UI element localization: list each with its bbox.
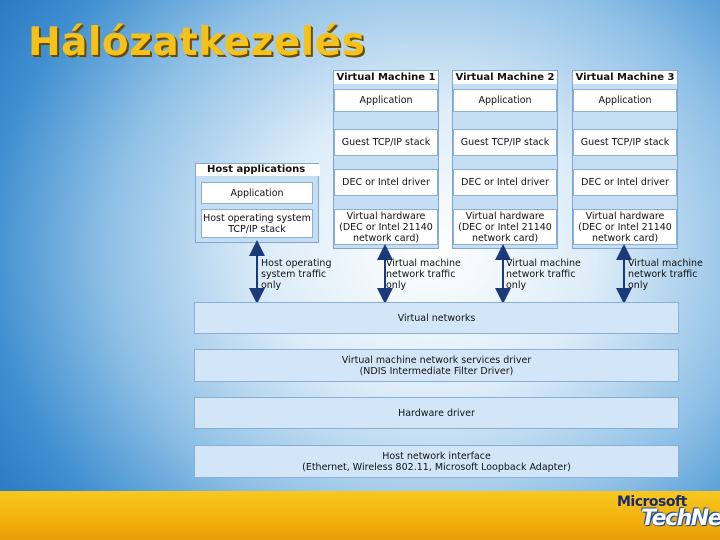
slide-title: Hálózatkezelés — [28, 20, 366, 65]
vm2-traffic-label: Virtual machine network traffic only — [506, 258, 581, 291]
vm-driver: DEC or Intel driver — [573, 169, 677, 196]
footer-band — [0, 491, 720, 540]
vm-header: Virtual Machine 3 — [573, 71, 677, 84]
host-applications-panel: Host applications Application Host opera… — [195, 163, 320, 243]
vm3-traffic-label: Virtual machine network traffic only — [628, 258, 703, 291]
vm-driver: DEC or Intel driver — [334, 169, 438, 196]
vm-tcpip-stack: Guest TCP/IP stack — [334, 129, 438, 156]
host-traffic-label: Host operating system traffic only — [261, 258, 332, 291]
hardware-driver-layer: Hardware driver — [194, 397, 679, 429]
vm-panel-1: Virtual Machine 1 Application Guest TCP/… — [333, 70, 439, 249]
host-applications-title: Host applications — [196, 164, 320, 176]
network-services-driver-layer: Virtual machine network services driver … — [194, 349, 679, 382]
vm-driver: DEC or Intel driver — [453, 169, 557, 196]
vm-tcpip-stack: Guest TCP/IP stack — [453, 129, 557, 156]
host-application: Application — [201, 182, 313, 204]
vm-header: Virtual Machine 1 — [334, 71, 438, 84]
vm1-traffic-label: Virtual machine network traffic only — [386, 258, 461, 291]
virtual-networks-layer: Virtual networks — [194, 302, 679, 334]
vm-panel-3: Virtual Machine 3 Application Guest TCP/… — [572, 70, 678, 249]
host-tcpip-stack: Host operating system TCP/IP stack — [201, 209, 313, 238]
microsoft-logo: Microsoft — [617, 494, 687, 510]
vm-header: Virtual Machine 2 — [453, 71, 557, 84]
vm-application: Application — [334, 89, 438, 112]
vm-tcpip-stack: Guest TCP/IP stack — [573, 129, 677, 156]
vm-panel-2: Virtual Machine 2 Application Guest TCP/… — [452, 70, 558, 249]
vm-application: Application — [573, 89, 677, 112]
vm-virtual-hardware: Virtual hardware (DEC or Intel 21140 net… — [573, 209, 677, 245]
host-network-interface-layer: Host network interface (Ethernet, Wirele… — [194, 445, 679, 478]
vm-application: Application — [453, 89, 557, 112]
vm-virtual-hardware: Virtual hardware (DEC or Intel 21140 net… — [453, 209, 557, 245]
technet-logo: TechNet — [641, 506, 720, 531]
